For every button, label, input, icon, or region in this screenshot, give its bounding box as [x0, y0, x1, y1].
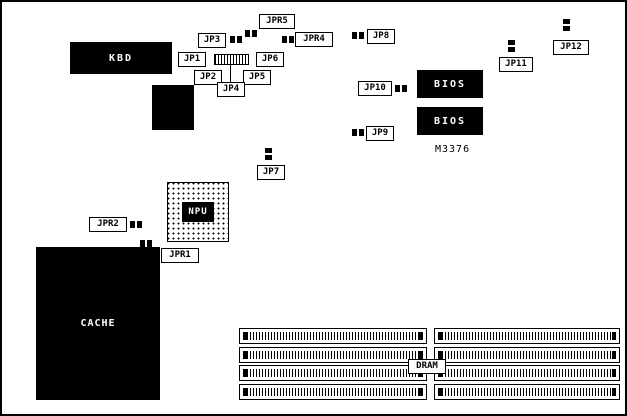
jumper-icon-jp7: [265, 148, 272, 160]
jpr5-text: JPR5: [266, 16, 288, 26]
cache-chip: CACHE: [36, 247, 160, 400]
simm-pins: [438, 332, 616, 340]
jumper-icon-jpr4: [282, 36, 294, 43]
jumper-icon-jp10: [395, 85, 407, 92]
jumper-label-jp12: JP12: [553, 40, 589, 55]
pin-header-connector: [214, 54, 249, 65]
jumper-icon-jpr2: [130, 221, 142, 228]
jp5-text: JP5: [248, 72, 266, 82]
jumper-label-jp9: JP9: [366, 126, 394, 141]
jumper-icon-jpr1: [140, 240, 152, 247]
simm-pins: [438, 351, 616, 359]
bios-chip-2-label: BIOS: [433, 115, 467, 127]
simm-pins: [438, 369, 616, 377]
jp11-text: JP11: [505, 59, 527, 69]
jumper-icon-jp8: [352, 32, 364, 39]
jp4-text: JP4: [222, 84, 240, 94]
part-number-value: M3376: [435, 144, 471, 155]
simm-pins: [243, 369, 423, 377]
jumper-icon-jp11: [508, 40, 515, 52]
bios-chip-1-label: BIOS: [433, 78, 467, 90]
unlabeled-chip: [152, 85, 194, 130]
bios-chip-2: BIOS: [417, 107, 483, 135]
npu-chip-core: NPU: [182, 202, 214, 222]
jumper-icon-jp3: [230, 36, 242, 43]
jumper-label-jpr1: JPR1: [161, 248, 199, 263]
simm-slot-4-right: [434, 384, 620, 400]
jp3-text: JP3: [203, 35, 221, 45]
jumper-label-jp7: JP7: [257, 165, 285, 180]
jpr4-text: JPR4: [303, 34, 325, 44]
dram-label: DRAM: [408, 359, 446, 374]
npu-chip: NPU: [167, 182, 229, 242]
jp12-text: JP12: [560, 42, 582, 52]
simm-slot-3-left: [239, 365, 427, 381]
jp10-text: JP10: [364, 83, 386, 93]
jumper-label-jp6: JP6: [256, 52, 284, 67]
simm-slot-2-right: [434, 347, 620, 363]
jp9-text: JP9: [371, 128, 389, 138]
kbd-chip-label: KBD: [108, 52, 134, 64]
simm-slot-1-right: [434, 328, 620, 344]
jumper-icon-jpr5: [245, 30, 257, 37]
part-number-text: M3376: [435, 144, 470, 155]
jumper-icon-jp12: [563, 19, 570, 31]
jp2-text: JP2: [199, 72, 217, 82]
jumper-label-jp3: JP3: [198, 33, 226, 48]
jumper-label-jpr5: JPR5: [259, 14, 295, 29]
dram-text: DRAM: [416, 361, 438, 371]
bios-chip-1: BIOS: [417, 70, 483, 98]
cache-chip-label: CACHE: [80, 318, 116, 329]
jumper-label-jp2: JP2: [194, 70, 222, 85]
simm-pins: [243, 351, 423, 359]
jp1-text: JP1: [183, 54, 201, 64]
npu-chip-label: NPU: [188, 207, 208, 217]
kbd-chip: KBD: [70, 42, 172, 74]
simm-slot-4-left: [239, 384, 427, 400]
simm-pins: [438, 388, 616, 396]
jumper-label-jpr4: JPR4: [295, 32, 333, 47]
jumper-label-jp1: JP1: [178, 52, 206, 67]
jumper-label-jp10: JP10: [358, 81, 392, 96]
jp4-connector-line: [230, 65, 231, 82]
jp6-text: JP6: [261, 54, 279, 64]
jumper-label-jp4: JP4: [217, 82, 245, 97]
simm-pins: [243, 332, 423, 340]
jumper-label-jp8: JP8: [367, 29, 395, 44]
jp7-text: JP7: [262, 167, 280, 177]
jumper-label-jp11: JP11: [499, 57, 533, 72]
jpr2-text: JPR2: [97, 219, 119, 229]
jumper-icon-jp9: [352, 129, 364, 136]
jpr1-text: JPR1: [169, 250, 191, 260]
simm-pins: [243, 388, 423, 396]
jumper-label-jp5: JP5: [243, 70, 271, 85]
simm-slot-3-right: [434, 365, 620, 381]
jumper-label-jpr2: JPR2: [89, 217, 127, 232]
simm-slot-2-left: [239, 347, 427, 363]
simm-slot-1-left: [239, 328, 427, 344]
jp8-text: JP8: [372, 31, 390, 41]
